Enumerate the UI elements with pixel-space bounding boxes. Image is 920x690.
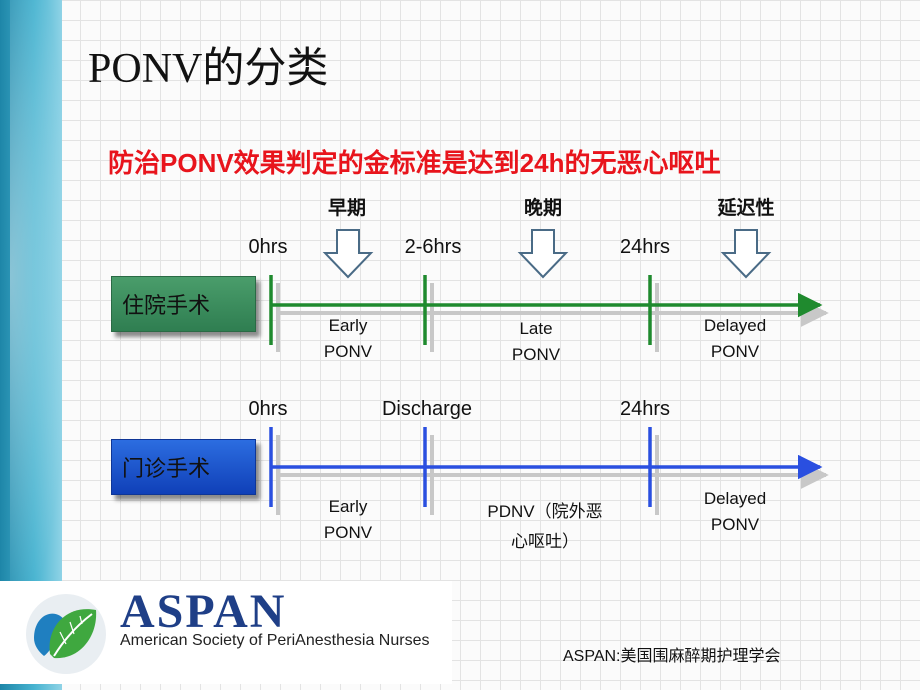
aspan-wordmark: ASPAN — [120, 585, 287, 638]
row2-segment-delayed-line2: PONV — [710, 515, 760, 534]
aspan-full-name: American Society of PeriAnesthesia Nurse… — [120, 632, 430, 649]
slide-title: PONV的分类 — [88, 46, 329, 92]
down-arrow-icon-early — [322, 229, 374, 279]
timeline-row-outpatient — [269, 427, 829, 515]
row2-tick-discharge: Discharge — [381, 398, 473, 420]
row2-tick-24hrs: 24hrs — [619, 398, 671, 420]
row2-segment-pdnv-line1: PDNV（院外恶 — [487, 502, 603, 521]
row1-segment-late: Late PONV — [512, 316, 560, 368]
row1-segment-early: Early PONV — [324, 313, 372, 365]
inpatient-surgery-box: 住院手术 — [111, 276, 256, 332]
row1-segment-late-line1: Late — [519, 319, 553, 338]
row2-segment-pdnv: PDNV（院外恶 心呕吐） — [487, 497, 602, 557]
slide-subtitle: 防治PONV效果判定的金标准是达到24h的无恶心呕吐 — [108, 148, 721, 178]
phase-label-early: 早期 — [327, 198, 367, 219]
row1-segment-delayed-line1: Delayed — [703, 316, 767, 335]
row1-tick-2-6hrs: 2-6hrs — [404, 236, 462, 258]
aspan-credit-note: ASPAN:美国围麻醉期护理学会 — [563, 648, 781, 665]
row2-segment-early-line2: PONV — [323, 523, 373, 542]
row1-segment-delayed-line2: PONV — [710, 342, 760, 361]
row1-segment-delayed: Delayed PONV — [704, 313, 766, 365]
row2-segment-early-line1: Early — [328, 497, 368, 516]
down-arrow-icon-late — [517, 229, 569, 279]
row1-segment-late-line2: PONV — [511, 345, 561, 364]
row1-segment-early-line2: PONV — [323, 342, 373, 361]
aspan-leaf-logo-icon — [26, 594, 106, 674]
row1-segment-early-line1: Early — [328, 316, 368, 335]
row2-segment-early: Early PONV — [324, 494, 372, 546]
left-decorative-band — [0, 0, 80, 690]
row2-tick-0hrs: 0hrs — [248, 398, 288, 420]
outpatient-surgery-box: 门诊手术 — [111, 439, 256, 495]
row1-tick-24hrs: 24hrs — [619, 236, 671, 258]
down-arrow-icon-delayed — [720, 229, 772, 279]
phase-label-delayed: 延迟性 — [717, 198, 775, 219]
phase-label-late: 晚期 — [523, 198, 563, 219]
row2-segment-pdnv-line2: 心呕吐） — [510, 532, 579, 551]
row2-segment-delayed-line1: Delayed — [703, 489, 767, 508]
row2-segment-delayed: Delayed PONV — [704, 486, 766, 538]
timeline-row-inpatient — [269, 275, 829, 352]
row1-tick-0hrs: 0hrs — [248, 236, 288, 258]
